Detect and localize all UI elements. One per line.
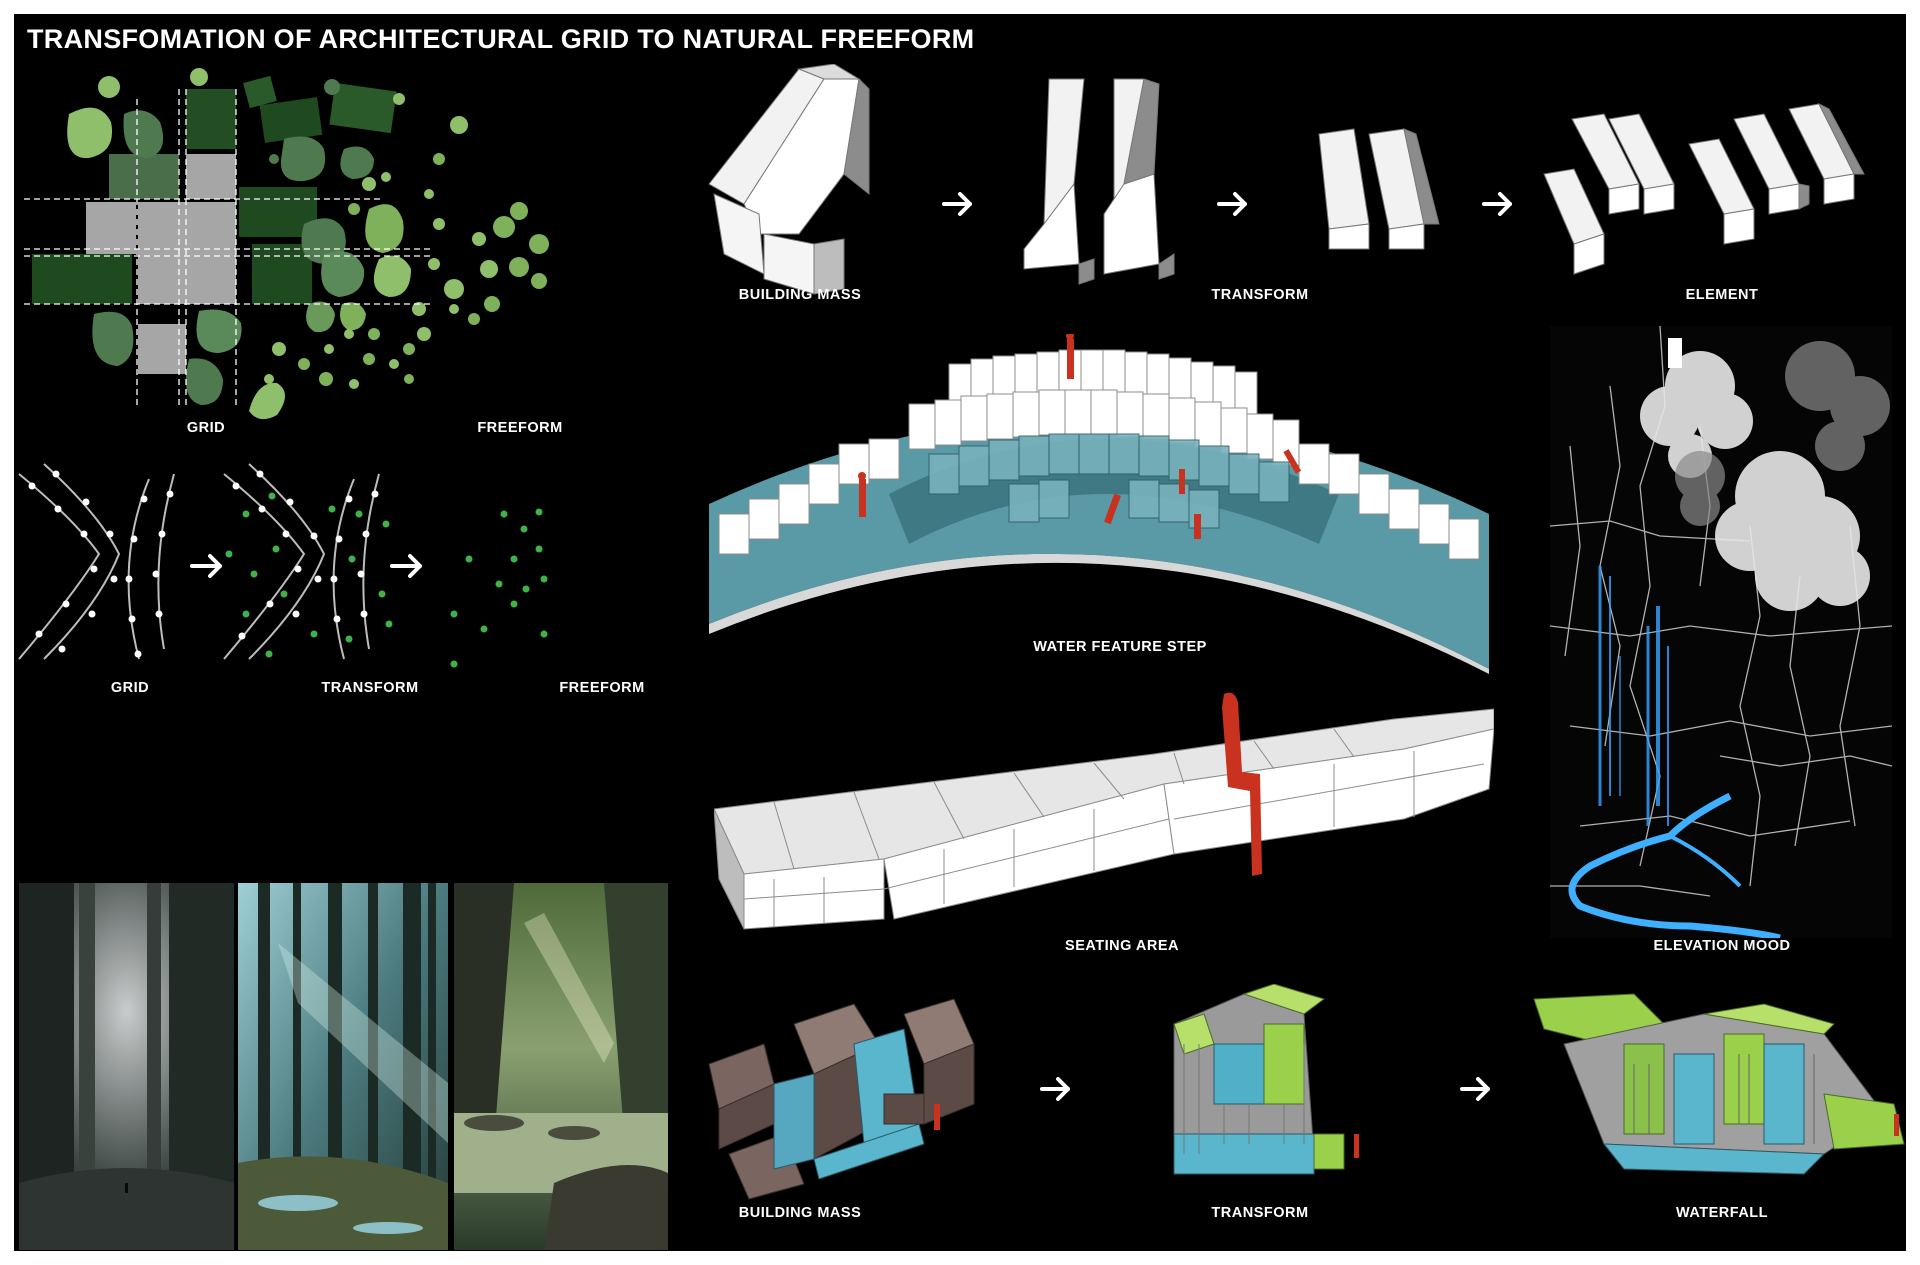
building-mass-block	[708, 64, 870, 295]
arrow-right-icon	[1482, 192, 1512, 216]
arrow-right-icon	[390, 554, 422, 578]
elevation-mood-render	[1550, 326, 1892, 938]
waterfall-transform-diagram	[708, 984, 1905, 1200]
building-mass-label-bottom: BUILDING MASS	[738, 1205, 862, 1221]
brown-building-mass	[708, 998, 975, 1200]
transform-green-mass	[1173, 984, 1359, 1175]
transform-label-bottom: TRANSFORM	[1211, 1205, 1309, 1221]
waterfall-label: WATERFALL	[1675, 1205, 1769, 1221]
grid-freeform-plan-diagram	[24, 68, 549, 420]
transform-label-left: TRANSFORM	[321, 680, 419, 696]
seated-human-figure	[1222, 692, 1262, 876]
building-mass-label-top: BUILDING MASS	[738, 287, 862, 303]
arrow-right-icon	[1040, 1077, 1070, 1101]
freeform-label-bottom: FREEFORM	[559, 680, 645, 696]
transform-element-block	[1318, 128, 1440, 250]
arrow-right-icon	[942, 192, 972, 216]
waterfall-mass	[1533, 993, 1905, 1175]
human-figure-group	[858, 334, 1302, 539]
element-blocks	[1543, 102, 1865, 275]
water-feature-step-render	[709, 334, 1489, 674]
elevation-mood-label: ELEVATION MOOD	[1653, 938, 1791, 954]
line-transformation-diagram	[18, 463, 548, 668]
building-mass-transform-diagram	[708, 64, 1865, 295]
element-label: ELEMENT	[1685, 287, 1759, 303]
transform-block	[1023, 78, 1175, 285]
seating-area-render	[714, 692, 1494, 930]
forest-photo-3	[454, 883, 668, 1250]
forest-photo-1	[19, 883, 234, 1250]
arrow-right-icon	[1217, 192, 1247, 216]
seating-area-label: SEATING AREA	[1065, 938, 1179, 954]
arrow-right-icon	[1460, 1077, 1490, 1101]
water-feature-step-label: WATER FEATURE STEP	[1033, 639, 1207, 655]
grid-label: GRID	[186, 420, 226, 436]
forest-photo-2	[238, 883, 448, 1250]
transform-label-top: TRANSFORM	[1211, 287, 1309, 303]
arrow-right-icon	[190, 554, 222, 578]
presentation-board: TRANSFOMATION OF ARCHITECTURAL GRID TO N…	[14, 14, 1906, 1251]
freeform-label: FREEFORM	[477, 420, 563, 436]
board-title: TRANSFOMATION OF ARCHITECTURAL GRID TO N…	[27, 24, 975, 54]
grid-label-bottom: GRID	[110, 680, 150, 696]
